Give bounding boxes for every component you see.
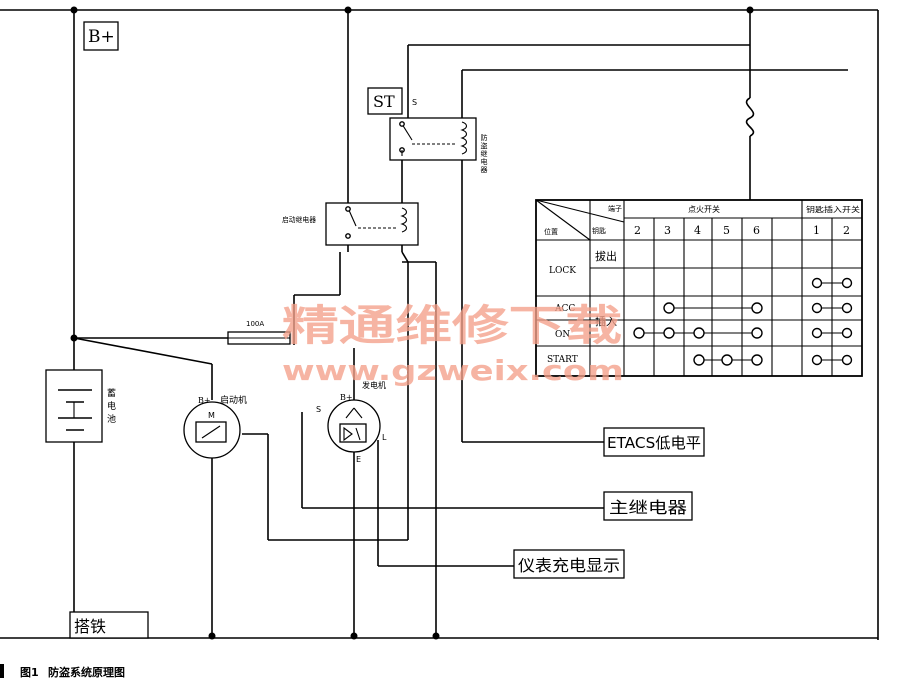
watermark: 精通维修下载 www.gzweix.com xyxy=(282,301,624,387)
watermark-line2: www.gzweix.com xyxy=(282,354,624,387)
main-relay-label: 主继电器 xyxy=(609,498,687,517)
alt-e-label: E xyxy=(356,455,361,464)
key-switch-contacts xyxy=(811,277,853,366)
ignition-terminal-6: 6 xyxy=(753,224,760,237)
terminal-header: 端子 xyxy=(608,204,622,213)
caption-text: 防盗系统原理图 xyxy=(48,665,125,679)
junction-dots xyxy=(70,6,754,640)
battery-label: 蓄电池 xyxy=(105,387,116,427)
alt-s-label: S xyxy=(316,405,321,414)
position-header: 位置 xyxy=(544,227,558,236)
key-terminal-2: 2 xyxy=(843,224,850,237)
ground-label-box: 搭铁 xyxy=(69,611,149,639)
key-state-removed: 拔出 xyxy=(595,249,617,263)
ignition-switch-table: 端子 钥匙 位置 点火开关 钥匙插入开关 2 3 4 5 6 1 2 LOCK … xyxy=(535,199,863,377)
alt-l-label: L xyxy=(382,433,387,442)
start-relay-label: 启动继电器 xyxy=(282,215,316,224)
meter-label: 仪表充电显示 xyxy=(518,556,620,575)
key-state-inserted: 插入 xyxy=(595,314,617,328)
alternator: B+ 发电机 S L E xyxy=(316,380,387,464)
position-acc: ACC xyxy=(554,304,575,314)
ignition-terminal-3: 3 xyxy=(664,224,671,237)
figure-caption: 图1 防盗系统原理图 xyxy=(0,664,125,679)
output-labels: ETACS低电平 主继电器 仪表充电显示 xyxy=(513,427,705,579)
starter-m-label: M xyxy=(208,411,215,420)
key-header: 钥匙 xyxy=(592,226,606,235)
b-plus-label: B+ xyxy=(88,27,115,47)
caption-number: 图1 xyxy=(20,666,39,679)
b-plus-label-box: B+ xyxy=(83,21,119,51)
ignition-terminal-5: 5 xyxy=(723,224,730,237)
fuse-label: 100A xyxy=(246,320,264,328)
watermark-line1: 精通维修下载 xyxy=(282,301,622,350)
key-terminal-1: 1 xyxy=(813,224,820,237)
anti-theft-relay-label: 防盗继电器 xyxy=(480,133,488,174)
st-label-box: ST S xyxy=(367,87,417,115)
ignition-terminal-4: 4 xyxy=(694,224,701,237)
starter-motor: B+ 启动机 M xyxy=(183,394,247,459)
ground-label: 搭铁 xyxy=(74,617,106,636)
position-on: ON xyxy=(555,330,570,340)
etacs-label: ETACS低电平 xyxy=(607,434,701,452)
main-fuse: 100A xyxy=(227,320,291,345)
position-lock: LOCK xyxy=(549,266,576,276)
alt-b-plus-label: B+ xyxy=(340,393,353,402)
alternator-label: 发电机 xyxy=(362,380,386,390)
s-terminal-label: S xyxy=(412,98,417,107)
anti-theft-relay: 防盗继电器 xyxy=(389,117,488,174)
st-label: ST xyxy=(373,92,395,111)
battery: 蓄电池 xyxy=(45,369,116,443)
key-switch-group-label: 钥匙插入开关 xyxy=(806,204,861,214)
starter-label: 启动机 xyxy=(220,394,247,406)
ignition-group-label: 点火开关 xyxy=(688,204,720,214)
ignition-terminal-2: 2 xyxy=(634,224,641,237)
position-start: START xyxy=(547,355,578,365)
start-relay: 启动继电器 xyxy=(282,202,419,246)
starter-b-plus-label: B+ xyxy=(198,396,211,405)
